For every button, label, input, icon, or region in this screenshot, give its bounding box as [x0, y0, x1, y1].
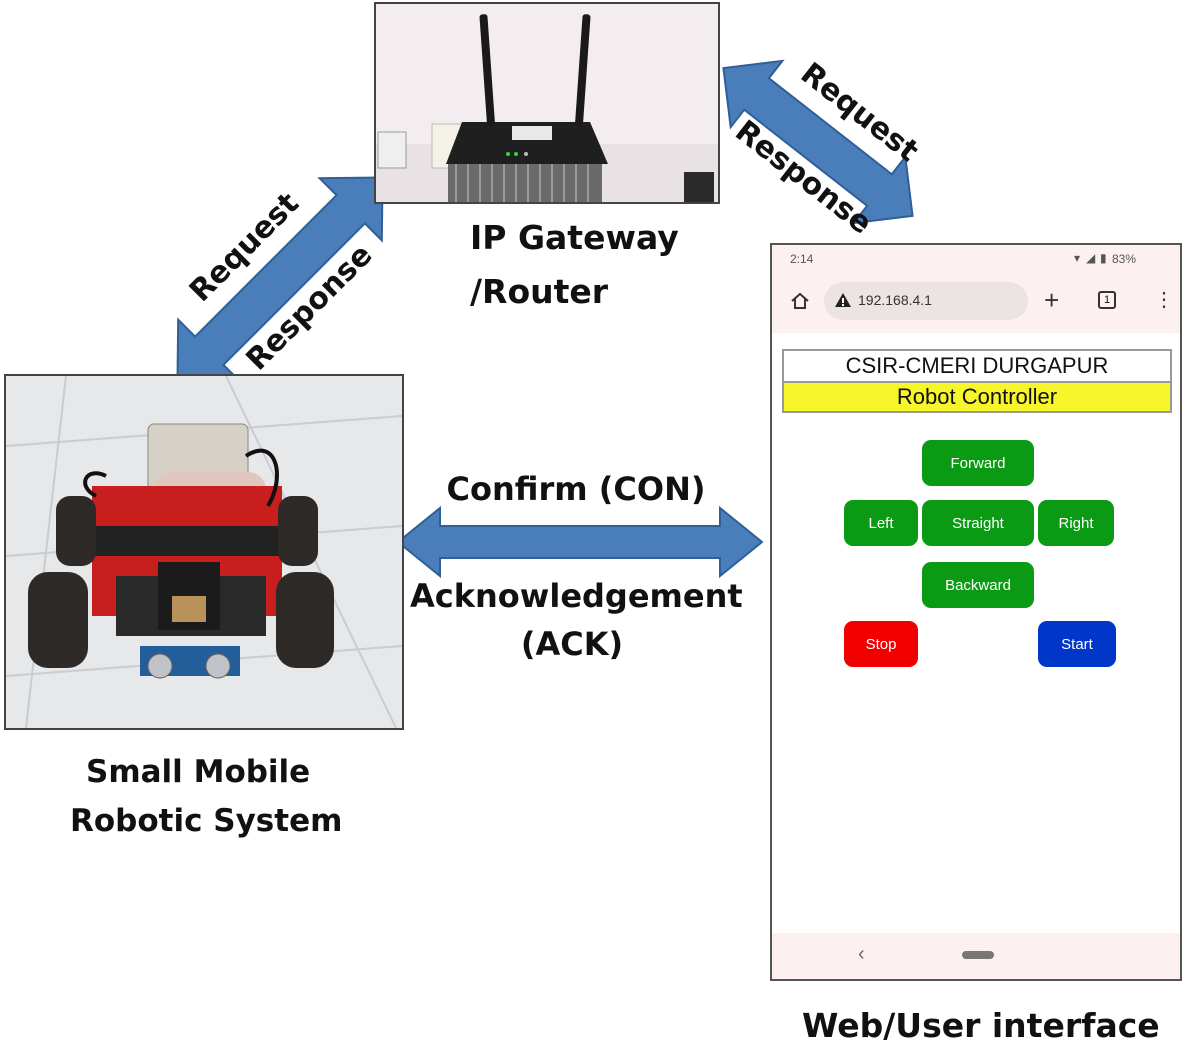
robot-caption-line2: Robotic System: [70, 803, 343, 839]
battery-icon: ▮: [1100, 251, 1107, 265]
ui-caption: Web/User interface: [802, 1006, 1160, 1045]
home-pill[interactable]: [962, 951, 994, 959]
ack-label-line1: Acknowledgement: [410, 577, 743, 615]
plus-icon[interactable]: +: [1044, 285, 1060, 315]
start-button[interactable]: Start: [1038, 621, 1116, 667]
app-title: Robot Controller: [782, 383, 1172, 413]
backward-button[interactable]: Backward: [922, 562, 1034, 608]
browser-toolbar: 192.168.4.1 + 1 ⋮: [772, 275, 1180, 333]
router-illustration: [376, 4, 718, 202]
wifi-icon: ▾: [1074, 251, 1081, 265]
home-icon[interactable]: [788, 289, 812, 313]
robot-illustration: [6, 376, 402, 728]
forward-button[interactable]: Forward: [922, 440, 1034, 486]
android-nav-bar: ‹: [772, 933, 1180, 979]
battery-level: 83%: [1112, 252, 1137, 266]
robot-photo: [4, 374, 404, 730]
router-caption-line1: IP Gateway: [470, 218, 679, 257]
robot-ui-arrow: [396, 505, 764, 579]
status-time: 2:14: [790, 252, 814, 266]
page-header: CSIR-CMERI DURGAPUR Robot Controller: [782, 349, 1172, 413]
confirm-con-label: Confirm (CON): [446, 470, 706, 508]
phone-screen: 2:14 ▾ ◢ ▮ 83% 192.168.4.1 + 1 ⋮ CSIR-CM…: [770, 243, 1182, 981]
more-vert-icon[interactable]: ⋮: [1154, 289, 1174, 311]
stop-button[interactable]: Stop: [844, 621, 918, 667]
left-button[interactable]: Left: [844, 500, 918, 546]
router-ui-arrow: [722, 59, 914, 225]
router-caption-line2: /Router: [470, 272, 609, 311]
ack-label-line2: (ACK): [520, 625, 624, 663]
back-chevron-icon[interactable]: ‹: [858, 943, 865, 965]
tab-count-icon[interactable]: 1: [1098, 291, 1116, 309]
status-bar: 2:14 ▾ ◢ ▮ 83%: [772, 245, 1180, 275]
warning-icon: [834, 291, 852, 312]
address-bar[interactable]: 192.168.4.1: [824, 282, 1028, 320]
org-title: CSIR-CMERI DURGAPUR: [782, 349, 1172, 383]
right-button[interactable]: Right: [1038, 500, 1114, 546]
robot-caption-line1: Small Mobile: [86, 754, 311, 790]
tab-count: 1: [1103, 294, 1111, 306]
signal-icon: ◢: [1086, 251, 1096, 265]
router-photo: [374, 2, 720, 204]
straight-button[interactable]: Straight: [922, 500, 1034, 546]
url-text: 192.168.4.1: [858, 292, 932, 308]
